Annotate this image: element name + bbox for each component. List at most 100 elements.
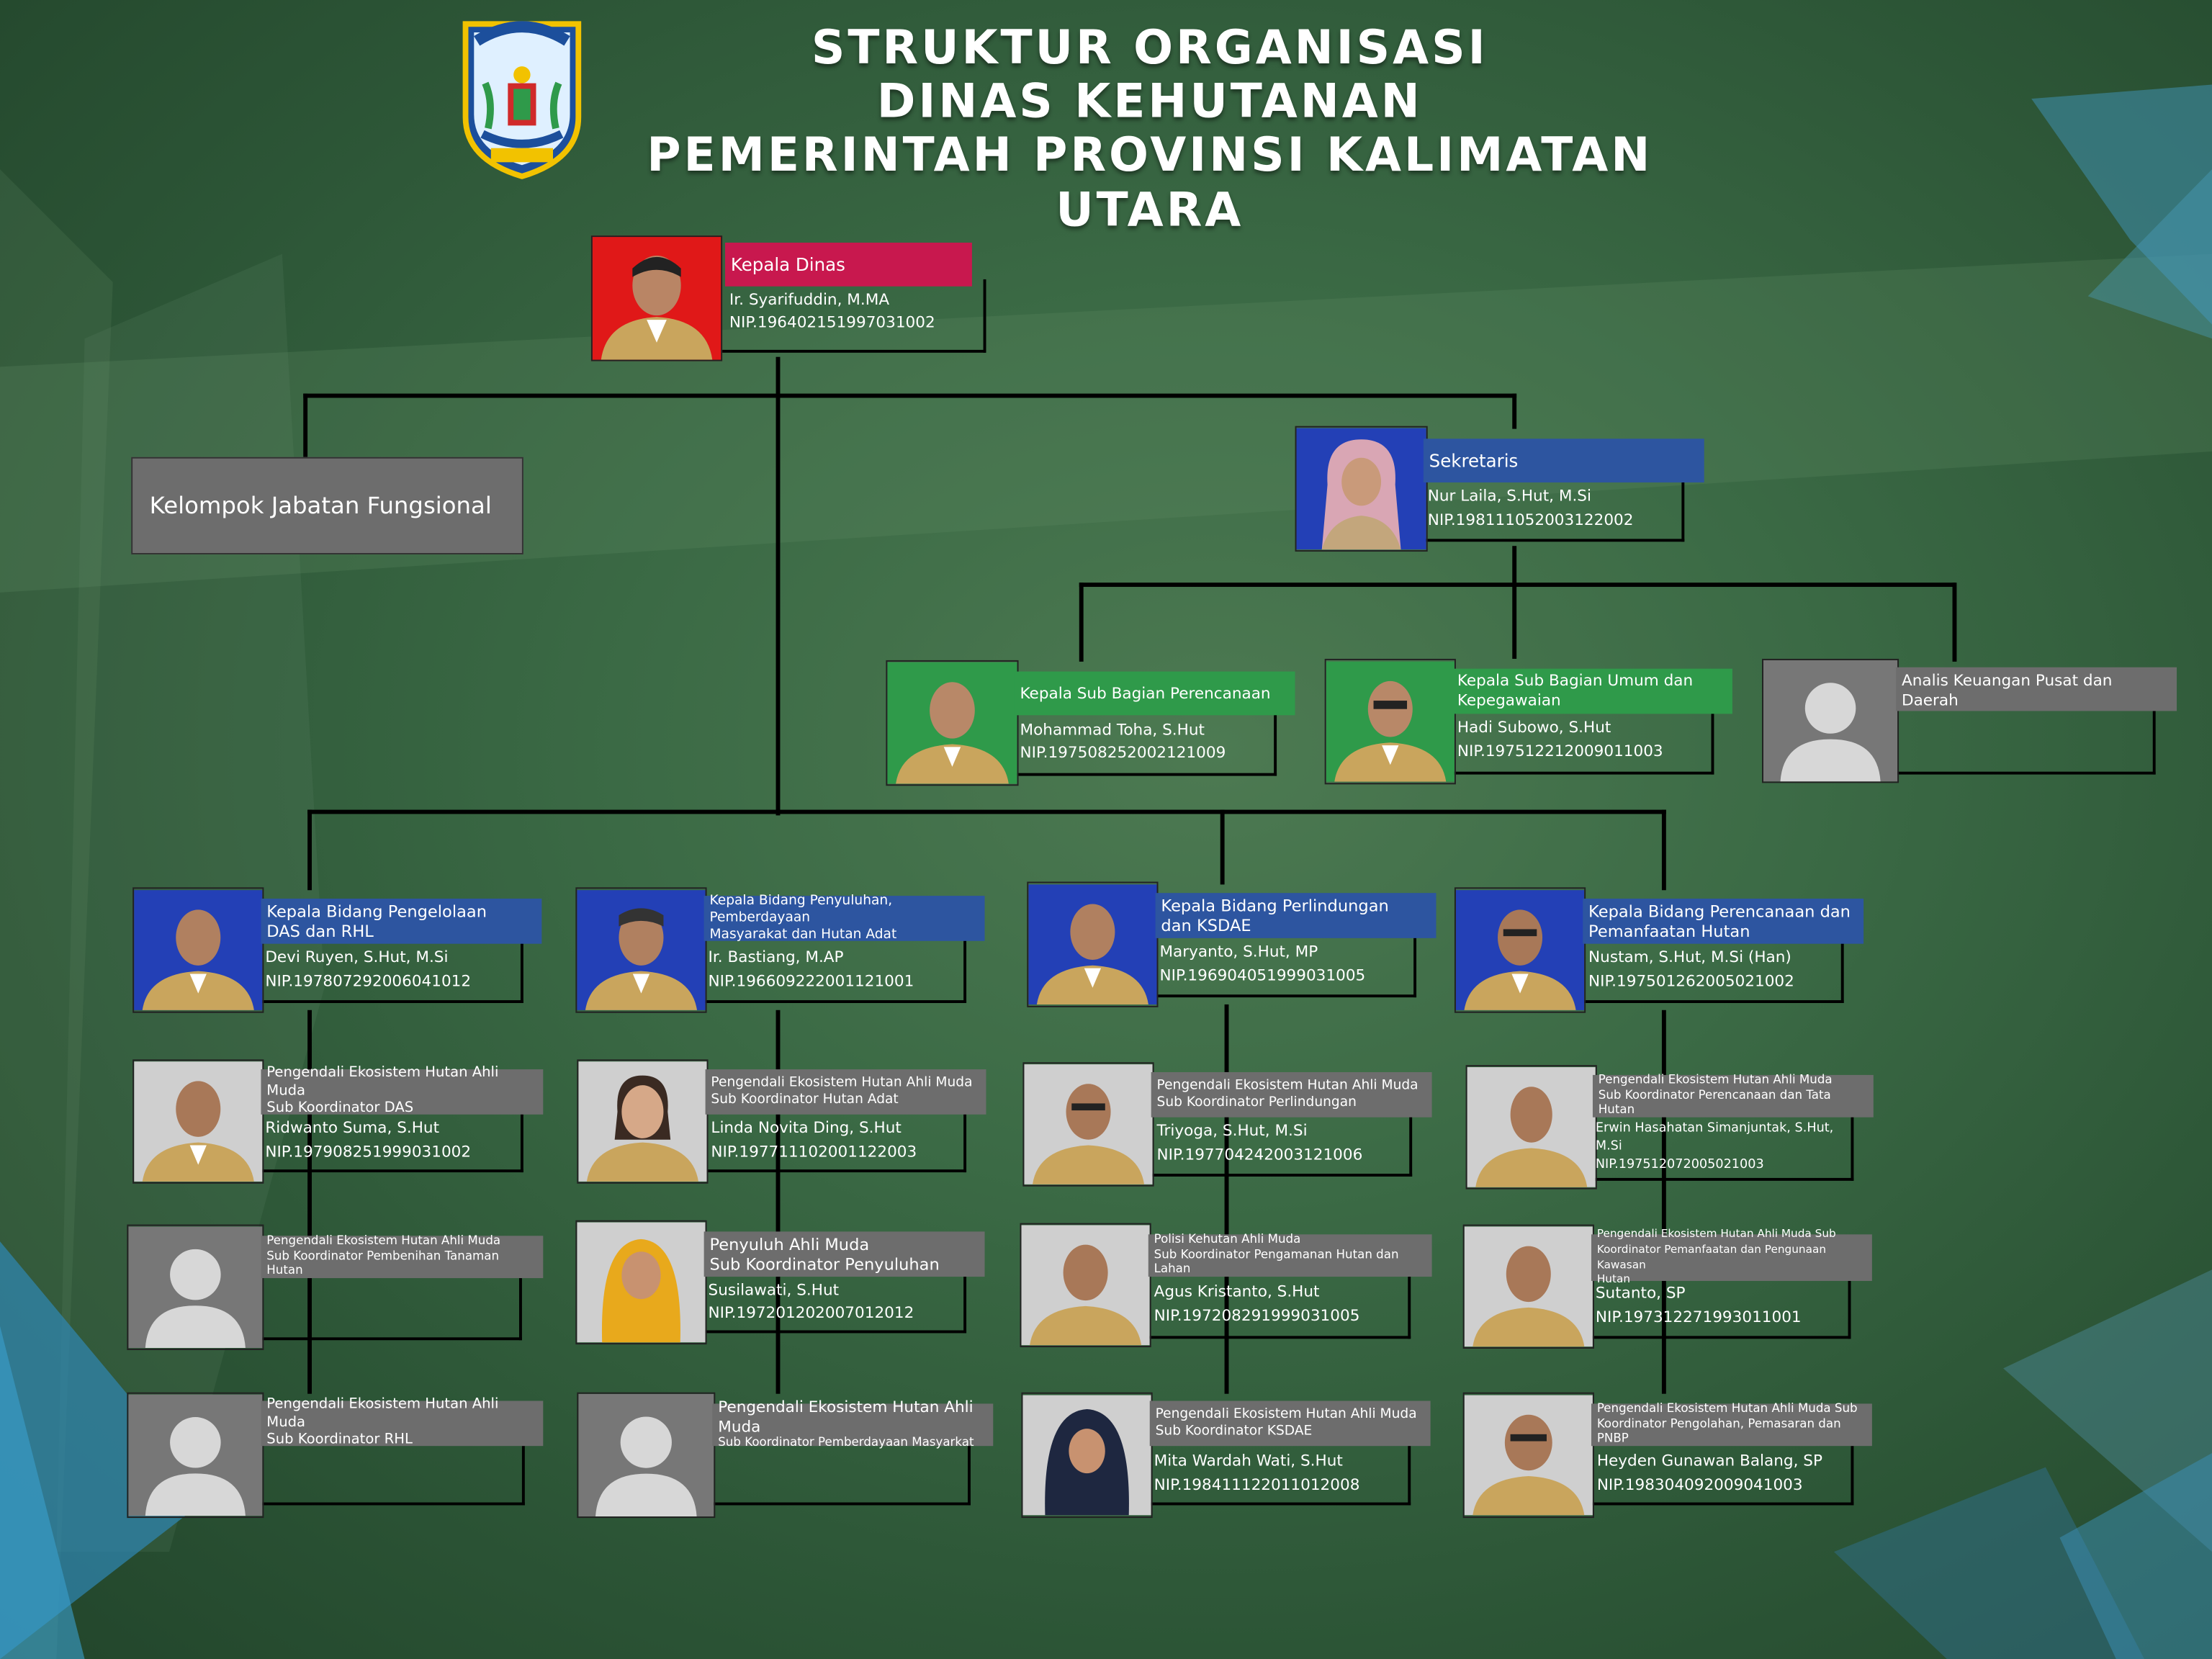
subkoor-pembenihan-placeholder-avatar xyxy=(127,1224,264,1350)
node-outline xyxy=(261,1102,523,1173)
subkoor-pengamanan-photo xyxy=(1020,1223,1151,1348)
kabid-penyuluhan-title: Kepala Bidang Penyuluhan, Pemberdayaan M… xyxy=(703,894,985,943)
kabid-perlindungan-photo xyxy=(1027,881,1159,1007)
node-outline xyxy=(1155,925,1417,998)
subkoor-penyuluhan-nip: NIP.197201202007012012 xyxy=(708,1303,914,1322)
subkoor-pemberdayaan-title: Pengendali Ekosistem Hutan Ahli Muda Sub… xyxy=(712,1398,994,1451)
connector-line xyxy=(1661,809,1666,891)
subkoor-pemanfaatan-kawasan-photo xyxy=(1462,1224,1594,1349)
subkoor-tata-hutan-title: Pengendali Ekosistem Hutan Ahli Muda Sub… xyxy=(1592,1074,1874,1118)
node-outline xyxy=(1896,698,2156,775)
subkoor-hutan-adat-photo xyxy=(577,1059,709,1184)
sekretaris-name: Nur Laila, S.Hut, M.Si xyxy=(1427,486,1591,505)
node-outline xyxy=(703,1262,967,1334)
subkoor-hutan-adat-title-line2: Sub Koordinator Hutan Adat xyxy=(711,1092,899,1107)
subkoor-pnbp-nip: NIP.198304092009041003 xyxy=(1596,1475,1803,1494)
connector-line xyxy=(1224,1004,1229,1394)
kasubag-umum-title-line1: Kepala Sub Bagian Umum dan xyxy=(1457,672,1694,691)
node-outline xyxy=(1148,1267,1411,1339)
subkoor-tata-hutan-title-line1: Pengendali Ekosistem Hutan Ahli Muda xyxy=(1598,1074,1833,1088)
subkoor-tata-hutan-name-line1: Erwin Hasahatan Simanjuntak, S.Hut, xyxy=(1595,1121,1834,1136)
kabid-pemanfaatan-title-line2: Pemanfaatan Hutan xyxy=(1588,921,1750,941)
kabid-das-title: Kepala Bidang Pengelolaan DAS dan RHL xyxy=(261,899,542,944)
analis-keuangan-title: Analis Keuangan Pusat dan Daerah xyxy=(1896,667,2177,711)
subkoor-penyuluhan-title-line1: Penyuluh Ahli Muda xyxy=(709,1233,870,1254)
kasubag-perencanaan-nip: NIP.197508252002121009 xyxy=(1020,743,1226,762)
subkoor-ksdae-nip: NIP.198411122011012008 xyxy=(1154,1475,1360,1494)
subkoor-pemanfaatan-kawasan-title-line3: Hutan xyxy=(1596,1272,1631,1286)
kepala-dinas-name: Ir. Syarifuddin, M.MA xyxy=(729,290,890,310)
node-outline xyxy=(261,1262,522,1341)
subkoor-das-title: Pengendali Ekosistem Hutan Ahli Muda Sub… xyxy=(261,1065,544,1116)
subkoor-pembenihan-title-line2: Sub Koordinator Pembenihan Tanaman Hutan xyxy=(266,1249,500,1279)
kasubag-umum-title-line2: Kepegawaian xyxy=(1457,691,1561,710)
subkoor-pemanfaatan-kawasan-title-line1: Pengendali Ekosistem Hutan Ahli Muda Sub xyxy=(1596,1226,1836,1240)
kasubag-perencanaan-photo xyxy=(886,660,1019,786)
subkoor-pemberdayaan-title-line2: Sub Koordinator Pemberdayaan Masyarkat xyxy=(718,1437,974,1451)
connector-line xyxy=(1220,809,1225,885)
subkoor-rhl-title-line1: Pengendali Ekosistem Hutan Ahli Muda xyxy=(266,1397,499,1431)
connector-line xyxy=(303,393,1517,398)
subkoor-das-nip: NIP.197908251999031002 xyxy=(265,1142,472,1161)
subkoor-pemberdayaan-title-line1: Pengendali Ekosistem Hutan Ahli Muda xyxy=(718,1398,974,1436)
subkoor-pnbp-photo xyxy=(1462,1392,1594,1519)
subkoor-tata-hutan-nip: NIP.197512072005021003 xyxy=(1595,1158,1764,1173)
kabid-perlindungan-title: Kepala Bidang Perlindungan dan KSDAE xyxy=(1155,893,1437,938)
subkoor-perlindungan-nip: NIP.197704242003121006 xyxy=(1156,1145,1363,1164)
node-outline xyxy=(1593,1107,1854,1181)
connector-line xyxy=(775,1010,781,1394)
kepala-dinas-photo xyxy=(590,235,723,361)
kabid-perlindungan-title-line1: Kepala Bidang Perlindungan xyxy=(1161,895,1389,915)
kasubag-perencanaan-title: Kepala Sub Bagian Perencanaan xyxy=(1014,671,1295,716)
subkoor-hutan-adat-nip: NIP.197711102001122003 xyxy=(711,1142,917,1161)
kabid-penyuluhan-photo xyxy=(575,887,707,1013)
subkoor-pengamanan-name: Agus Kristanto, S.Hut xyxy=(1154,1282,1320,1301)
subkoor-das-photo xyxy=(132,1059,264,1184)
subkoor-perlindungan-title: Pengendali Ekosistem Hutan Ahli Muda Sub… xyxy=(1151,1071,1432,1118)
kaltara-logo xyxy=(462,21,582,179)
subkoor-pengamanan-title-line2: Sub Koordinator Pengamanan Hutan dan Lah… xyxy=(1154,1248,1399,1277)
subkoor-pengamanan-title-line1: Polisi Kehutan Ahli Muda xyxy=(1154,1233,1301,1248)
subkoor-hutan-adat-title-line1: Pengendali Ekosistem Hutan Ahli Muda xyxy=(711,1075,973,1091)
subkoor-das-title-line1: Pengendali Ekosistem Hutan Ahli Muda xyxy=(266,1065,499,1099)
subkoor-tata-hutan-title-line2: Sub Koordinator Perencanaan dan Tata Hut… xyxy=(1598,1088,1831,1118)
subkoor-pemanfaatan-kawasan-title-line2: Koordinator Pemanfaatan dan Pengunaan Ka… xyxy=(1596,1242,1827,1271)
sekretaris-title: Sekretaris xyxy=(1423,439,1704,483)
kepala-dinas-title: Kepala Dinas xyxy=(725,242,972,287)
kasubag-perencanaan-name: Mohammad Toha, S.Hut xyxy=(1020,721,1205,739)
subkoor-rhl-placeholder-avatar xyxy=(127,1392,264,1519)
subkoor-ksdae-photo xyxy=(1021,1392,1153,1519)
node-outline xyxy=(1583,931,1844,1003)
kabid-pemanfaatan-title: Kepala Bidang Perencanaan dan Pemanfaata… xyxy=(1583,899,1864,944)
node-outline xyxy=(712,1429,971,1506)
node-outline xyxy=(1015,698,1277,776)
connector-line xyxy=(1079,583,1956,588)
kabid-pemanfaatan-photo xyxy=(1454,887,1586,1013)
connector-line xyxy=(307,809,312,891)
kabid-das-name: Devi Ruyen, S.Hut, M.Si xyxy=(265,948,449,967)
node-outline xyxy=(1452,698,1714,775)
subkoor-pengamanan-nip: NIP.197208291999031005 xyxy=(1154,1306,1360,1325)
kabid-penyuluhan-title-line2: Masyarakat dan Hutan Adat xyxy=(709,927,897,943)
kabid-pemanfaatan-name: Nustam, S.Hut, M.Si (Han) xyxy=(1588,948,1791,967)
title-line-3: PEMERINTAH PROVINSI KALIMATAN UTARA xyxy=(647,127,1653,238)
subkoor-hutan-adat-title: Pengendali Ekosistem Hutan Ahli Muda Sub… xyxy=(705,1069,986,1115)
subkoor-ksdae-name: Mita Wardah Wati, S.Hut xyxy=(1154,1452,1343,1470)
subkoor-perlindungan-photo xyxy=(1022,1062,1154,1187)
subkoor-pnbp-title-line2: Koordinator Pengolahan, Pemasaran dan PN… xyxy=(1596,1417,1841,1447)
kabid-perlindungan-name: Maryanto, S.Hut, MP xyxy=(1159,942,1318,961)
kasubag-umum-title: Kepala Sub Bagian Umum dan Kepegawaian xyxy=(1452,668,1732,714)
kabid-perlindungan-title-line2: dan KSDAE xyxy=(1161,915,1251,935)
subkoor-ksdae-title-line1: Pengendali Ekosistem Hutan Ahli Muda xyxy=(1155,1406,1417,1423)
subkoor-pengamanan-title: Polisi Kehutan Ahli Muda Sub Koordinator… xyxy=(1148,1233,1432,1277)
connector-line xyxy=(775,356,781,816)
connector-line xyxy=(1512,546,1517,659)
kabid-perlindungan-nip: NIP.196904051999031005 xyxy=(1159,966,1366,985)
subkoor-pemanfaatan-kawasan-nip: NIP.197312271993011001 xyxy=(1595,1308,1802,1326)
subkoor-das-name: Ridwanto Suma, S.Hut xyxy=(265,1118,440,1138)
sekretaris-photo xyxy=(1295,426,1428,552)
sekretaris-nip: NIP.198111052003122002 xyxy=(1427,511,1634,529)
connector-line xyxy=(303,393,308,457)
subkoor-perlindungan-title-line1: Pengendali Ekosistem Hutan Ahli Muda xyxy=(1156,1078,1419,1094)
